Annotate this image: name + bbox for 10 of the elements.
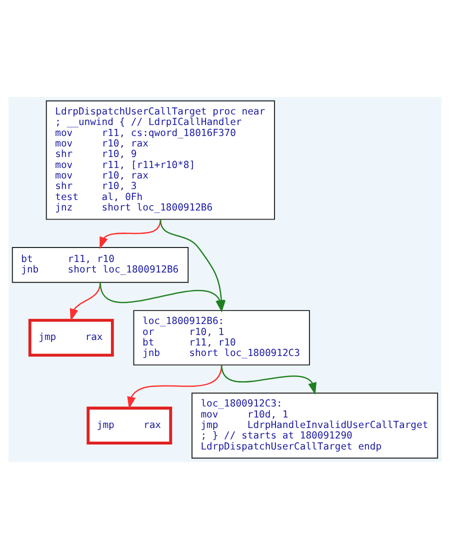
node-box: loc_1800912B6: or r10, 1 bt r11, r10 jnb short loc_1800912C3 [133, 310, 310, 365]
node-box: jmp rax [28, 318, 114, 356]
arrow [70, 282, 101, 321]
node-box: bt r11, r10 jnb short loc_1800912B6 [12, 246, 189, 282]
node-box: LdrpDispatchUserCallTarget proc near ; __unwind { // LdrpICallHandler mov r11, cs:qword_18016F370 mov r10, rax shr r10, 9 mov r11, [r11+r10*8] mov r10, rax shr r10, 3 test al, 0Fh jnz short loc_1800912B6 [46, 100, 275, 220]
arrow [220, 364, 317, 394]
node-box: jmp rax [86, 406, 172, 444]
arrow [100, 218, 162, 249]
arrow [100, 282, 224, 312]
node-box: loc_1800912C3: mov r10d, 1 jmp LdrpHandleInvalidUserCallTarget ; } // starts at 180091290 LdrpDispatchUserCallTarget endp [192, 392, 438, 458]
